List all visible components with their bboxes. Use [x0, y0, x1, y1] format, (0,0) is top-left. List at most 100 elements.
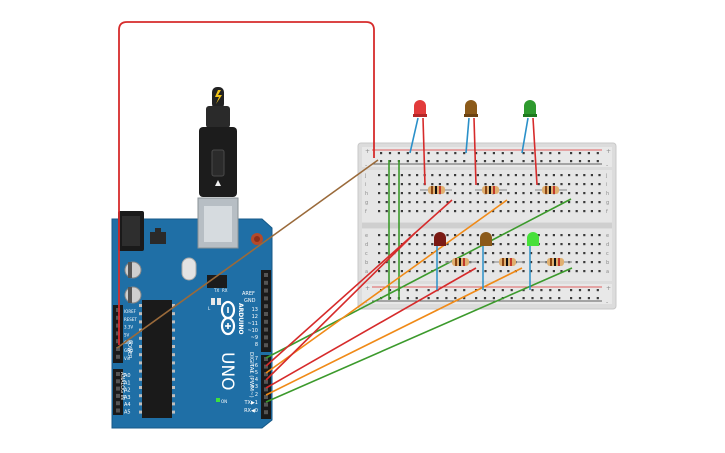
terminal-hole[interactable] [522, 234, 525, 237]
terminal-hole[interactable] [522, 210, 525, 213]
rail-hole[interactable] [463, 289, 466, 292]
rail-hole[interactable] [540, 160, 543, 163]
terminal-hole[interactable] [590, 210, 593, 213]
terminal-hole[interactable] [438, 183, 441, 186]
analog-header[interactable] [113, 369, 123, 415]
terminal-hole[interactable] [530, 201, 533, 204]
terminal-hole[interactable] [393, 234, 396, 237]
rail-hole[interactable] [436, 152, 439, 155]
terminal-hole[interactable] [423, 192, 426, 195]
header-pin[interactable] [264, 296, 268, 301]
rail-hole[interactable] [540, 297, 543, 300]
terminal-hole[interactable] [522, 192, 525, 195]
rail-hole[interactable] [531, 297, 534, 300]
terminal-hole[interactable] [530, 192, 533, 195]
terminal-hole[interactable] [469, 183, 472, 186]
terminal-hole[interactable] [393, 183, 396, 186]
terminal-hole[interactable] [400, 252, 403, 255]
rail-hole[interactable] [445, 289, 448, 292]
terminal-hole[interactable] [575, 243, 578, 246]
terminal-hole[interactable] [378, 252, 381, 255]
terminal-hole[interactable] [568, 201, 571, 204]
rail-hole[interactable] [427, 152, 430, 155]
terminal-hole[interactable] [385, 201, 388, 204]
terminal-hole[interactable] [484, 174, 487, 177]
terminal-hole[interactable] [590, 192, 593, 195]
terminal-hole[interactable] [446, 183, 449, 186]
terminal-hole[interactable] [545, 183, 548, 186]
terminal-hole[interactable] [378, 174, 381, 177]
rail-hole[interactable] [454, 160, 457, 163]
terminal-hole[interactable] [431, 210, 434, 213]
terminal-hole[interactable] [530, 252, 533, 255]
header-pin[interactable] [264, 387, 268, 392]
rail-hole[interactable] [415, 152, 418, 155]
terminal-hole[interactable] [492, 252, 495, 255]
terminal-hole[interactable] [575, 210, 578, 213]
header-pin[interactable] [116, 401, 120, 406]
rail-hole[interactable] [587, 297, 590, 300]
terminal-hole[interactable] [408, 270, 411, 273]
rail-hole[interactable] [406, 152, 409, 155]
terminal-hole[interactable] [583, 252, 586, 255]
terminal-hole[interactable] [507, 252, 510, 255]
header-pin[interactable] [264, 410, 268, 415]
terminal-hole[interactable] [423, 234, 426, 237]
terminal-hole[interactable] [552, 252, 555, 255]
terminal-hole[interactable] [393, 210, 396, 213]
rail-hole[interactable] [492, 160, 495, 163]
rail-hole[interactable] [397, 152, 400, 155]
rail-hole[interactable] [445, 297, 448, 300]
terminal-hole[interactable] [537, 252, 540, 255]
terminal-hole[interactable] [545, 234, 548, 237]
terminal-hole[interactable] [416, 270, 419, 273]
rail-hole[interactable] [570, 152, 573, 155]
terminal-hole[interactable] [514, 243, 517, 246]
rail-hole[interactable] [596, 160, 599, 163]
header-pin[interactable] [264, 312, 268, 316]
terminal-hole[interactable] [598, 234, 601, 237]
terminal-hole[interactable] [568, 192, 571, 195]
terminal-hole[interactable] [507, 174, 510, 177]
header-pin[interactable] [264, 364, 268, 369]
rail-hole[interactable] [492, 297, 495, 300]
terminal-hole[interactable] [461, 174, 464, 177]
terminal-hole[interactable] [408, 201, 411, 204]
wire-pin2[interactable] [265, 267, 523, 396]
terminal-hole[interactable] [454, 210, 457, 213]
terminal-hole[interactable] [568, 183, 571, 186]
rail-hole[interactable] [501, 152, 504, 155]
terminal-hole[interactable] [522, 201, 525, 204]
terminal-hole[interactable] [499, 210, 502, 213]
terminal-hole[interactable] [507, 183, 510, 186]
terminal-hole[interactable] [499, 243, 502, 246]
terminal-hole[interactable] [522, 243, 525, 246]
terminal-hole[interactable] [575, 270, 578, 273]
rail-hole[interactable] [570, 297, 573, 300]
terminal-hole[interactable] [385, 261, 388, 264]
terminal-hole[interactable] [598, 183, 601, 186]
terminal-hole[interactable] [590, 174, 593, 177]
terminal-hole[interactable] [378, 270, 381, 273]
terminal-hole[interactable] [568, 270, 571, 273]
terminal-hole[interactable] [476, 243, 479, 246]
terminal-hole[interactable] [438, 201, 441, 204]
terminal-hole[interactable] [530, 210, 533, 213]
terminal-hole[interactable] [431, 183, 434, 186]
terminal-hole[interactable] [537, 234, 540, 237]
rail-hole[interactable] [570, 289, 573, 292]
terminal-hole[interactable] [416, 261, 419, 264]
rail-hole[interactable] [510, 152, 513, 155]
terminal-hole[interactable] [423, 210, 426, 213]
terminal-hole[interactable] [575, 174, 578, 177]
terminal-hole[interactable] [400, 270, 403, 273]
terminal-hole[interactable] [522, 183, 525, 186]
rail-hole[interactable] [578, 289, 582, 292]
terminal-hole[interactable] [514, 174, 517, 177]
terminal-hole[interactable] [492, 174, 495, 177]
rail-hole[interactable] [522, 289, 525, 292]
terminal-hole[interactable] [484, 270, 487, 273]
rail-hole[interactable] [540, 289, 543, 292]
rail-hole[interactable] [558, 297, 561, 300]
